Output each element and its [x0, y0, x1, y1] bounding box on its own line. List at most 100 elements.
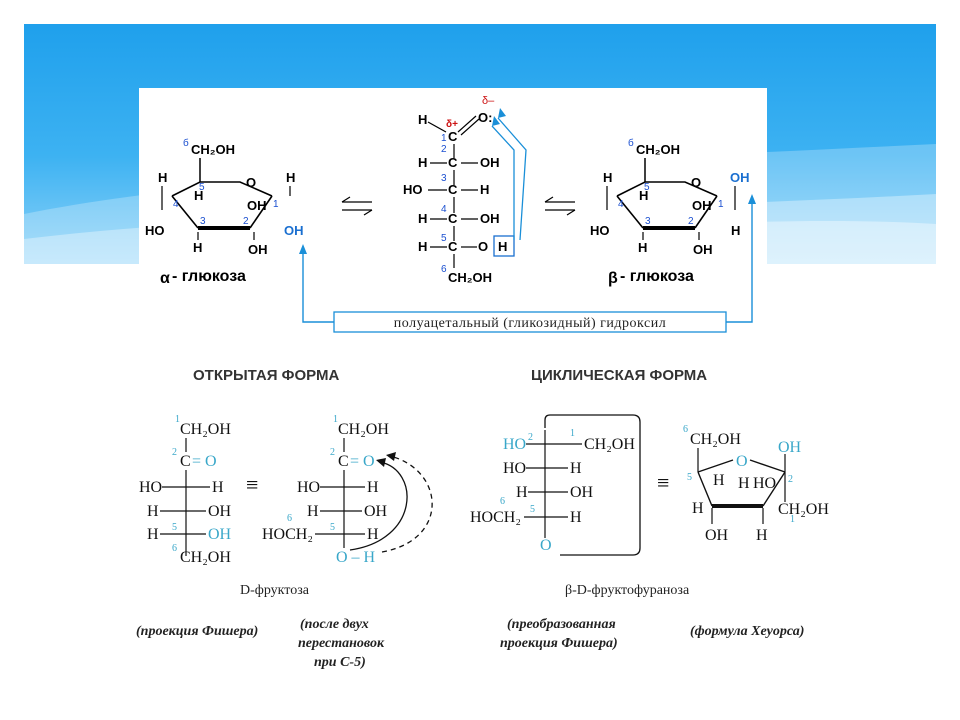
- svg-text:6: 6: [683, 424, 688, 435]
- svg-text:OH: OH: [284, 223, 304, 238]
- svg-text:H: H: [212, 479, 224, 496]
- svg-text:5: 5: [644, 182, 650, 193]
- svg-text:OH: OH: [705, 527, 729, 544]
- caption-modified-1: (преобразованная: [507, 617, 616, 632]
- svg-text:4: 4: [441, 204, 447, 215]
- highlight-box: [493, 235, 515, 257]
- svg-text:H: H: [418, 155, 427, 170]
- svg-text:C: C: [448, 211, 458, 226]
- svg-text:- глюкоза: - глюкоза: [620, 268, 694, 285]
- svg-text:1: 1: [718, 199, 724, 210]
- glucose-panel: [139, 88, 767, 334]
- svg-text:= O: = O: [350, 453, 375, 470]
- svg-text:β: β: [608, 270, 618, 287]
- svg-text:2: 2: [788, 474, 793, 485]
- svg-text:5: 5: [441, 233, 447, 244]
- svg-text:2: 2: [330, 447, 335, 458]
- alpha-glucose-ring: б CH₂OH O H HO H H OH OH H OH 5 4 3 2 1 …: [145, 137, 304, 287]
- svg-text:H: H: [418, 239, 427, 254]
- svg-text:HO: HO: [590, 223, 610, 238]
- svg-text:C: C: [448, 129, 458, 144]
- svg-text:HO: HO: [753, 475, 776, 492]
- svg-text:3: 3: [441, 173, 447, 184]
- svg-text:CH₂OH: CH₂OH: [448, 270, 492, 285]
- svg-text:- глюкоза: - глюкоза: [172, 268, 246, 285]
- equivalence-sign-2: ≡: [657, 470, 669, 495]
- svg-text:OH: OH: [693, 242, 713, 257]
- svg-text:H: H: [570, 509, 582, 526]
- svg-text:OH: OH: [364, 503, 388, 520]
- svg-text:O: O: [691, 175, 701, 190]
- open-form-heading: ОТКРЫТАЯ ФОРМА: [193, 367, 339, 384]
- svg-text:O – H: O – H: [336, 549, 376, 566]
- svg-text:H: H: [639, 188, 648, 203]
- svg-text:C: C: [448, 239, 458, 254]
- svg-text:C: C: [338, 453, 349, 470]
- svg-text:H: H: [147, 526, 159, 543]
- svg-text:CH₂OH: CH₂OH: [690, 431, 741, 448]
- svg-text:6: 6: [500, 496, 505, 507]
- caption-fischer: (проекция Фишера): [136, 624, 258, 639]
- svg-text:CH₂OH: CH₂OH: [636, 142, 680, 157]
- fructose-fischer: 1 CH₂OH 2 C = O HO H H OH H 5 OH 6 CH₂OH: [139, 414, 232, 566]
- equilibrium-arrow-left: [341, 196, 373, 216]
- svg-text:O: O: [540, 537, 552, 554]
- fructofuranose-name: β-D-фруктофураноза: [565, 583, 690, 598]
- svg-text:H: H: [731, 223, 740, 238]
- svg-text:H: H: [367, 479, 379, 496]
- svg-text:H: H: [147, 503, 159, 520]
- svg-text:H: H: [367, 526, 379, 543]
- beta-glucose-ring: б CH₂OH O H HO H H OH OH OH H 5 4 3 2 1 …: [590, 137, 750, 287]
- svg-text:C: C: [180, 453, 191, 470]
- caption-haworth: (формула Хеуорса): [690, 624, 804, 639]
- svg-text:2: 2: [243, 216, 249, 227]
- svg-text:HO: HO: [145, 223, 165, 238]
- svg-text:CH₂OH: CH₂OH: [778, 501, 829, 518]
- caption-modified-2: проекция Фишера): [500, 636, 618, 651]
- svg-text:3: 3: [645, 216, 651, 227]
- svg-text:2: 2: [688, 216, 694, 227]
- svg-text:H: H: [193, 240, 202, 255]
- svg-text:H: H: [286, 170, 295, 185]
- svg-text:OH: OH: [778, 439, 802, 456]
- fructose-permuted: 1 CH₂OH 2 C = O HO H H OH 6 HOCH₂ 5 H O …: [262, 414, 433, 566]
- svg-text:H: H: [638, 240, 647, 255]
- svg-text:6: 6: [441, 264, 447, 275]
- fructofuranose-haworth: 6 CH₂OH O 5 H H HO 2 OH CH₂OH 1 H OH H: [683, 424, 829, 544]
- svg-text:OH: OH: [570, 484, 594, 501]
- svg-text:H: H: [418, 211, 427, 226]
- svg-text:δ–: δ–: [482, 95, 495, 107]
- svg-text:6: 6: [172, 543, 177, 554]
- svg-text:H: H: [692, 500, 704, 517]
- svg-text:H: H: [713, 472, 725, 489]
- svg-text:HO: HO: [139, 479, 162, 496]
- svg-text:5: 5: [530, 504, 535, 515]
- svg-text:1: 1: [790, 514, 795, 525]
- caption-after-2: перестановок: [298, 636, 385, 651]
- equivalence-sign-1: ≡: [246, 472, 258, 497]
- svg-text:2: 2: [528, 432, 533, 443]
- svg-text:6: 6: [287, 513, 292, 524]
- svg-text:OH: OH: [248, 242, 268, 257]
- svg-text:C: C: [448, 155, 458, 170]
- svg-text:CH₂OH: CH₂OH: [584, 436, 635, 453]
- svg-text:2: 2: [441, 144, 447, 155]
- svg-text:OH: OH: [730, 170, 750, 185]
- svg-text:H: H: [307, 503, 319, 520]
- svg-text:5: 5: [199, 182, 205, 193]
- fructose-modified-fischer: HO 2 1 CH₂OH HO H H OH 6 HOCH₂ 5 H O: [470, 414, 641, 556]
- svg-text:H: H: [498, 239, 507, 254]
- svg-text:HO: HO: [297, 479, 320, 496]
- svg-text:CH₂OH: CH₂OH: [180, 421, 231, 438]
- svg-text:2: 2: [172, 447, 177, 458]
- svg-text:5: 5: [172, 522, 177, 533]
- svg-text:OH: OH: [480, 155, 500, 170]
- svg-text:CH₂OH: CH₂OH: [180, 549, 231, 566]
- svg-text:CH₂OH: CH₂OH: [191, 142, 235, 157]
- svg-text:OH: OH: [247, 198, 267, 213]
- svg-text:OH: OH: [692, 198, 712, 213]
- svg-text:HO: HO: [503, 436, 526, 453]
- svg-text:4: 4: [173, 199, 179, 210]
- svg-text:5: 5: [330, 522, 335, 533]
